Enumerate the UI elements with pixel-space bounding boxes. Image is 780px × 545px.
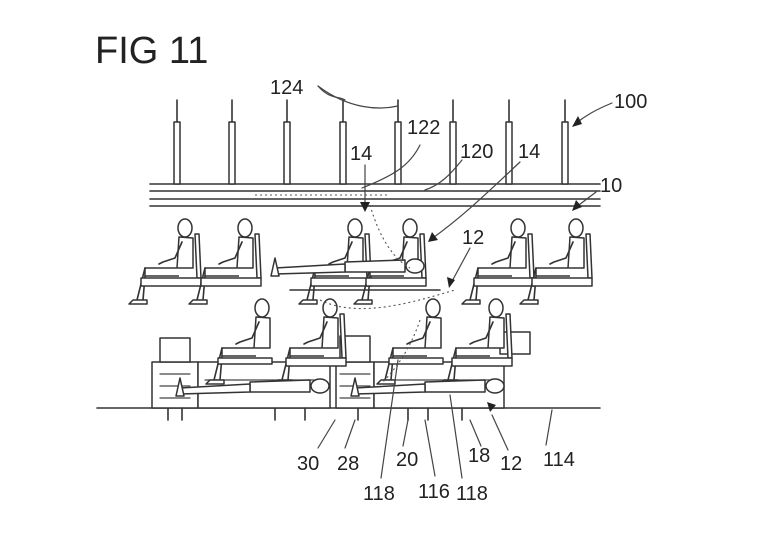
label-12-upper: 12 [462, 227, 484, 249]
label-100: 100 [614, 91, 647, 113]
label-14-right: 14 [518, 141, 540, 163]
leader-lines [317, 85, 613, 479]
hangers [173, 99, 569, 185]
label-20: 20 [396, 449, 418, 471]
figure-title: FIG 11 [95, 30, 208, 72]
label-122: 122 [407, 117, 440, 139]
overhead-rails [149, 183, 601, 207]
motion-paths [319, 204, 456, 386]
label-120: 120 [460, 141, 493, 163]
arrowheads [360, 116, 582, 412]
reference-labels: 100 124 122 120 14 14 10 12 30 28 20 18 … [270, 77, 647, 505]
label-18: 18 [468, 445, 490, 467]
label-118-right: 118 [456, 483, 488, 505]
label-14-left: 14 [350, 143, 372, 165]
label-12-lower: 12 [500, 453, 522, 475]
label-28: 28 [337, 453, 359, 475]
label-114: 114 [543, 449, 575, 471]
label-124: 124 [270, 77, 303, 99]
label-30: 30 [297, 453, 319, 475]
label-118-left: 118 [363, 483, 395, 505]
label-116: 116 [418, 481, 450, 503]
label-10: 10 [600, 175, 622, 197]
